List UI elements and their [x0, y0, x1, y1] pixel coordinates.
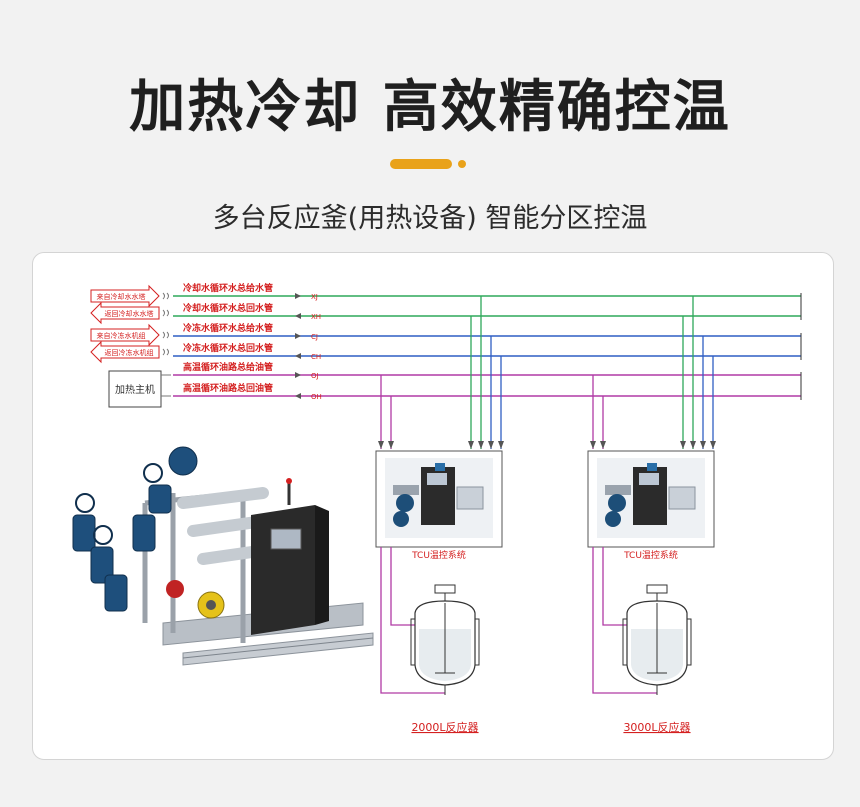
reactor-label: 2000L反应器 [411, 720, 478, 734]
pipe-code: XH [311, 313, 321, 321]
page-subtitle: 多台反应釜(用热设备) 智能分区控温 [212, 203, 648, 234]
pipe-labels: 冷却水循环水总给水管 冷却水循环水总回水管 冷冻水循环水总给水管 冷冻水循环水总… [183, 282, 322, 401]
page-title: 加热冷却 高效精确控温 [129, 75, 731, 140]
unit-1-drops [380, 296, 502, 449]
tcu-unit-1: TCU温控系统 [375, 450, 503, 561]
pipe-code: CJ [311, 333, 318, 341]
source-arrow: 返回冷冻水机组 [90, 340, 160, 364]
main-pipes [173, 293, 802, 400]
pipe-label: 冷却水循环水总给水管 [183, 282, 273, 294]
title-divider [390, 158, 470, 170]
tcu-label: TCU温控系统 [623, 549, 678, 561]
source-label: 来自冷却水水塔 [97, 292, 146, 301]
pipe-label: 冷却水循环水总回水管 [183, 302, 273, 314]
pipe-label: 冷冻水循环水总给水管 [183, 322, 273, 334]
pipe-label: 高温循环油路总给油管 [183, 361, 273, 373]
source-arrow: 来自冷冻水机组 [90, 323, 160, 347]
reactor-2: 3000L反应器 [622, 584, 692, 734]
divider-bar [390, 159, 452, 169]
skid-illustration [72, 446, 374, 666]
pipe-label: 冷冻水循环水总回水管 [183, 342, 273, 354]
source-arrows: 来自冷却水水塔 返回冷却水水塔 来自冷冻水机组 返回冷冻水机组 [90, 284, 169, 364]
divider-dot [458, 160, 466, 168]
reactor-1: 2000L反应器 [410, 584, 480, 734]
heater-box: 加热主机 [108, 370, 171, 408]
tcu-label: TCU温控系统 [411, 549, 466, 561]
source-label: 返回冷却水水塔 [105, 309, 154, 318]
pipe-label: 高温循环油路总回油管 [183, 382, 273, 394]
process-diagram: 来自冷却水水塔 返回冷却水水塔 来自冷冻水机组 返回冷冻水机组 [72, 282, 802, 734]
heater-label: 加热主机 [115, 383, 155, 396]
diagram-panel: 来自冷却水水塔 返回冷却水水塔 来自冷冻水机组 返回冷冻水机组 [32, 252, 834, 760]
source-label: 来自冷冻水机组 [97, 331, 146, 340]
pipe-code: OH [311, 393, 322, 401]
reactor-label: 3000L反应器 [623, 720, 690, 734]
source-arrow: 来自冷却水水塔 [90, 284, 160, 308]
pipe-code: XJ [311, 293, 318, 301]
unit-2-drops [592, 296, 714, 449]
source-label: 返回冷冻水机组 [105, 348, 154, 357]
source-arrow: 返回冷却水水塔 [90, 301, 160, 325]
tcu-unit-2: TCU温控系统 [587, 450, 715, 561]
pipe-code: CH [311, 353, 321, 361]
pipe-code: OJ [311, 372, 319, 380]
